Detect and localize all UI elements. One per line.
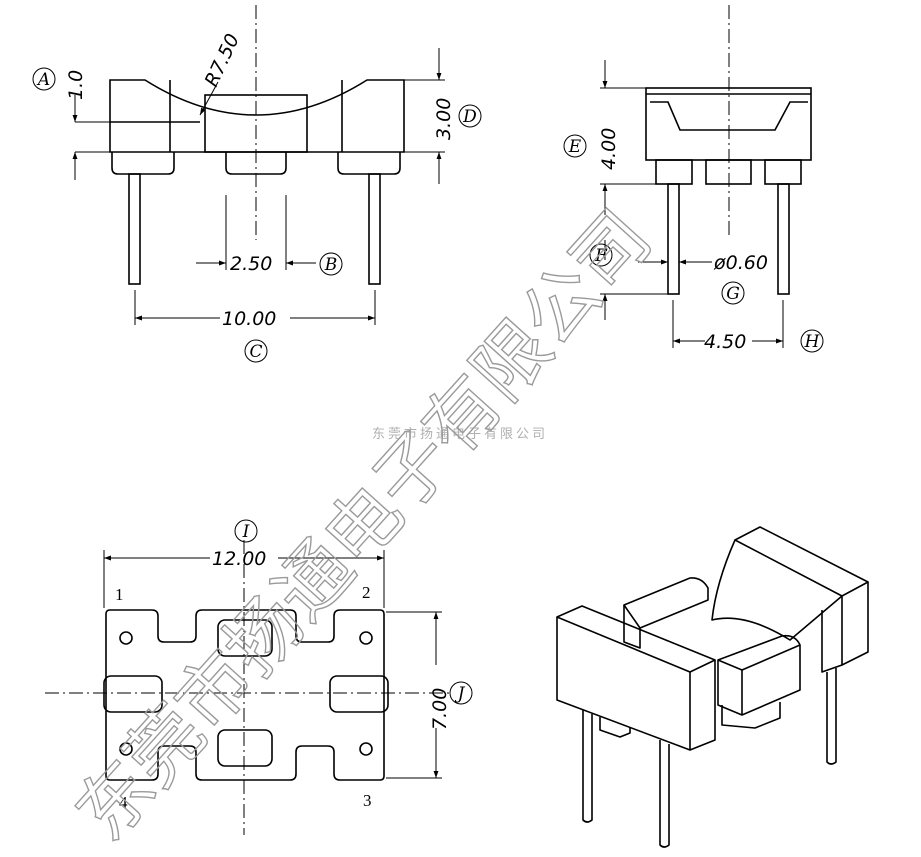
- label-i: I: [242, 522, 250, 542]
- iso-pin-front-right: [659, 740, 670, 848]
- iso-right-block-top-edge2: [741, 644, 801, 671]
- label-e: E: [568, 137, 582, 157]
- pin-4-hole: [119, 742, 133, 756]
- label-a-circle: [32, 67, 56, 91]
- iso-right-foot: [721, 702, 781, 729]
- watermark-small: 东莞市扬通电子有限公司: [372, 426, 548, 442]
- front-body: [109, 79, 405, 153]
- radius-value: R7.50: [201, 31, 244, 91]
- dim-g-value: ø0.60: [713, 252, 768, 274]
- side-right-foot: [764, 159, 802, 185]
- pin-label-2: 2: [362, 583, 371, 602]
- side-view: 4.00 E F ø0.60 G 4.50 H: [563, 5, 824, 353]
- bottom-view: 12.00 I 7.00 J 1 2 3 4: [45, 519, 473, 835]
- pin-3-hole: [359, 742, 373, 756]
- label-j: J: [455, 684, 466, 704]
- label-i-circle: [234, 519, 258, 543]
- dim-a-value: 1.0: [65, 70, 87, 100]
- iso-right-block: [717, 634, 801, 716]
- label-e-circle: [563, 134, 587, 158]
- pin-label-1: 1: [115, 585, 124, 604]
- dim-i-value: 12.00: [212, 548, 266, 570]
- front-right-pin: [368, 173, 381, 285]
- iso-front-top: [556, 605, 716, 673]
- iso-back-front: [821, 610, 843, 673]
- label-b-circle: [319, 252, 343, 276]
- label-g-circle: [721, 281, 745, 305]
- label-h-circle: [800, 329, 824, 353]
- bottom-outline: [105, 609, 385, 781]
- side-left-foot: [655, 159, 693, 185]
- iso-saddle: [711, 539, 843, 641]
- iso-right-block-top-edge: [717, 659, 743, 671]
- iso-front-side: [689, 660, 716, 751]
- dim-e-value: 4.00: [598, 128, 620, 170]
- pin-2-hole: [359, 631, 373, 645]
- front-left-foot: [111, 152, 175, 175]
- iso-front-foot: [599, 717, 631, 738]
- dim-d-value: 3.00: [433, 98, 455, 140]
- iso-pin-front-left: [582, 710, 593, 823]
- side-saddle-profile: [650, 101, 808, 131]
- slot-bottom: [217, 729, 273, 767]
- front-right-foot: [337, 152, 401, 175]
- label-c-circle: [244, 339, 268, 363]
- slot-top: [217, 619, 273, 657]
- iso-back-top: [734, 526, 869, 597]
- front-left-pin: [128, 173, 141, 285]
- watermark-large: 东莞市扬通电子有限公司: [59, 195, 668, 857]
- front-view: 1.0 A R7.50 3.00 D 2.50 B 10.00 C: [32, 5, 482, 363]
- isometric-view: [556, 526, 869, 848]
- front-center-block: [204, 94, 308, 153]
- slot-right: [329, 675, 389, 713]
- label-b: B: [324, 255, 338, 275]
- label-h: H: [804, 332, 821, 352]
- side-center-foot: [705, 159, 752, 185]
- pin-label-4: 4: [119, 793, 128, 812]
- label-d-circle: [458, 104, 482, 128]
- iso-front-face: [556, 617, 691, 751]
- dim-c-value: 10.00: [222, 308, 276, 330]
- label-j-circle: [449, 681, 473, 705]
- dim-j-value: 7.00: [429, 688, 451, 730]
- label-f: F: [594, 246, 608, 266]
- slot-left: [103, 675, 163, 713]
- front-center-foot: [225, 152, 287, 175]
- iso-pin-back-right: [826, 668, 837, 765]
- label-g: G: [726, 284, 740, 304]
- iso-back-side: [841, 582, 869, 666]
- dim-h-value: 4.50: [704, 331, 746, 353]
- pin-label-3: 3: [363, 791, 372, 810]
- label-a: A: [36, 70, 50, 90]
- dim-b-value: 2.50: [230, 253, 272, 275]
- label-d: D: [462, 107, 477, 127]
- radius-leader: [199, 81, 219, 116]
- pin-1-hole: [119, 631, 133, 645]
- label-c: C: [249, 342, 262, 362]
- iso-center-block-top: [623, 577, 709, 629]
- label-f-circle: [589, 243, 613, 267]
- side-right-pin: [777, 183, 790, 295]
- side-left-pin: [667, 183, 680, 295]
